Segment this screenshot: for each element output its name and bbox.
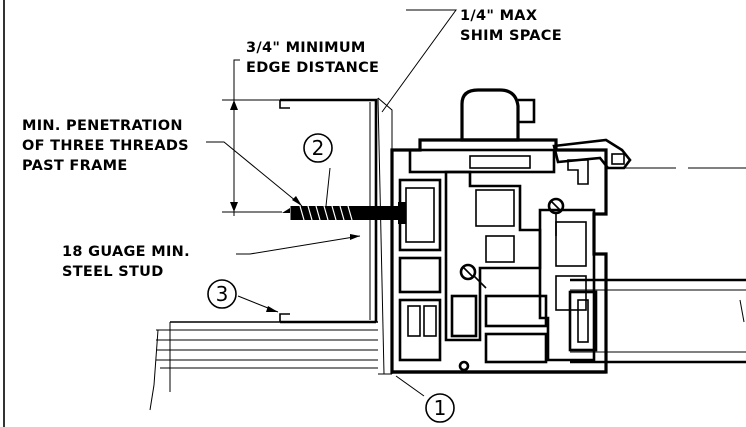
shim-note-line1: 1/4" MAX [460, 8, 537, 24]
screw-setting [458, 197, 565, 372]
callout-2-label: 2 [312, 136, 325, 160]
shim-note-line2: SHIM SPACE [460, 28, 562, 44]
weatherstrip [460, 88, 536, 142]
window-frame [390, 138, 632, 374]
edge-note-line2: EDGE DISTANCE [246, 60, 379, 76]
shim [377, 97, 393, 375]
callout-1-label: 1 [434, 396, 447, 420]
stud-note-line2: STEEL STUD [62, 264, 164, 280]
callout-3-label: 3 [216, 282, 229, 306]
edge-note-line1: 3/4" MINIMUM [246, 40, 366, 56]
fastener-screw [282, 202, 406, 224]
edge-distance-dimension [222, 59, 282, 216]
callout-3: 3 [207, 279, 237, 309]
penetration-note-line1: MIN. PENETRATION [22, 118, 183, 134]
stud-note-line1: 18 GUAGE MIN. [62, 244, 190, 260]
leaders [206, 9, 457, 397]
penetration-note-line3: PAST FRAME [22, 158, 128, 174]
callout-2: 2 [303, 133, 333, 163]
sill-base [149, 321, 378, 411]
callout-1: 1 [425, 393, 455, 423]
penetration-note-line2: OF THREE THREADS [22, 138, 189, 154]
glazing [568, 167, 746, 364]
